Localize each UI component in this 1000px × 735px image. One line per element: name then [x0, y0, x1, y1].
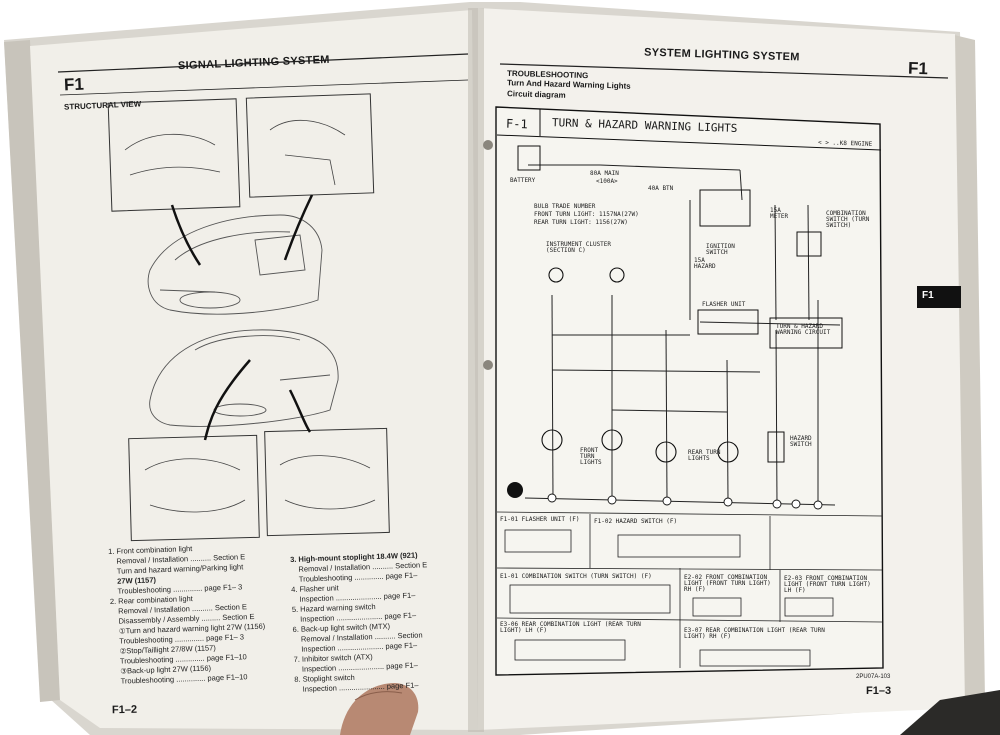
left-page: [30, 10, 478, 730]
label-bulb-trade: BULB TRADE NUMBER: [534, 203, 596, 210]
label-flasher: FLASHER UNIT: [702, 301, 746, 308]
label-front-lights: FRONT TURN LIGHTS: [580, 447, 602, 466]
conn-e307: E3-07 REAR COMBINATION LIGHT (REAR TURN …: [684, 627, 825, 640]
legend-item: 4. Flasher unit: [291, 583, 339, 594]
side-tab: [917, 286, 961, 308]
label-rear-turn: REAR TURN LIGHT: 1156(27W): [534, 219, 628, 226]
conn-e306: E3-06 REAR COMBINATION LIGHT (REAR TURN …: [500, 621, 641, 634]
gutter-shadow: [468, 8, 484, 732]
label-battery: BATTERY: [510, 177, 536, 184]
label-combo-switch: COMBINATION SWITCH (TURN SWITCH): [826, 210, 870, 229]
label-warning-circuit: TURN & HAZARD WARNING CIRCUIT: [776, 323, 831, 336]
left-page-number: F1–2: [111, 703, 138, 717]
front-car-sketch: [147, 214, 323, 315]
label-rear-lights: REAR TURN LIGHTS: [688, 449, 721, 462]
hand: [340, 683, 419, 735]
left-section-tab: F1: [63, 74, 85, 95]
label-hazard-fuse: 15A HAZARD: [694, 257, 716, 270]
left-page-edges: [4, 40, 60, 702]
connector-tables: [496, 511, 883, 668]
conn-f101: F1-01 FLASHER UNIT (F): [500, 516, 580, 523]
side-tab-label: F1: [922, 290, 934, 301]
label-main-fuse2: <100A>: [596, 178, 618, 185]
right-section-tab: F1: [907, 58, 929, 79]
conn-e101: E1-01 COMBINATION SWITCH (TURN SWITCH) (…: [500, 573, 652, 580]
label-cluster: INSTRUMENT CLUSTER (SECTION C): [546, 241, 612, 254]
right-page-number: F1–3: [866, 685, 892, 697]
wiring: [524, 164, 841, 506]
legend-item: 27W (1157): [117, 575, 157, 586]
legend-item: 8. Stoplight switch: [294, 672, 355, 684]
conn-e202: E2-02 FRONT COMBINATION LIGHT (FRONT TUR…: [684, 574, 771, 593]
right-page-edges: [950, 34, 985, 708]
label-hazard-switch: HAZARD SWITCH: [790, 435, 812, 448]
subtitle-circuit: Circuit diagram: [506, 89, 566, 100]
label-front-turn: FRONT TURN LIGHT: 1157NA(27W): [534, 211, 639, 218]
conn-f102: F1-02 HAZARD SWITCH (F): [594, 518, 678, 525]
label-meter-fuse: 15A METER: [770, 207, 789, 220]
diagram-frame: [495, 106, 884, 676]
footer-code: 2PU07A-103: [856, 674, 891, 680]
label-ignition: IGNITION SWITCH: [706, 243, 735, 256]
label-btn: 40A BTN: [648, 185, 674, 192]
label-main-fuse: 80A MAIN: [590, 170, 619, 177]
diagram-id: F-1: [505, 116, 528, 132]
conn-e203: E2-03 FRONT COMBINATION LIGHT (FRONT TUR…: [784, 575, 871, 594]
